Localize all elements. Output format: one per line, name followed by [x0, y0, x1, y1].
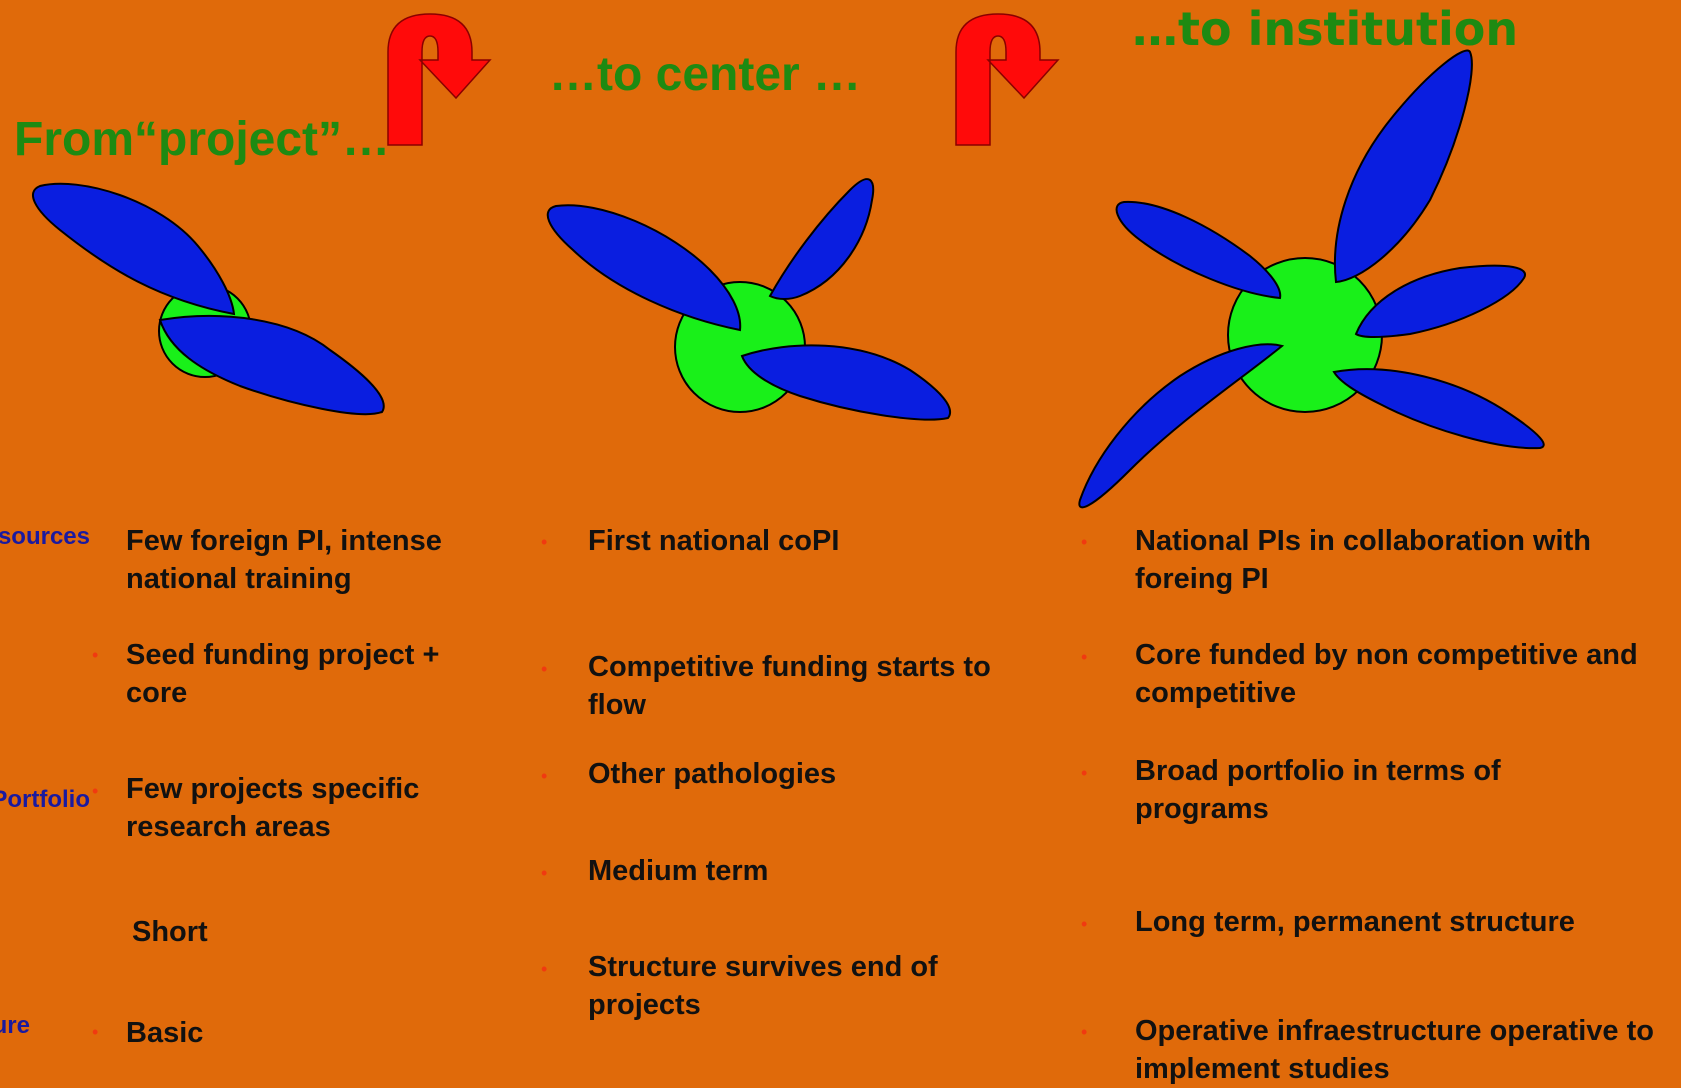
center-term-text: Medium term — [588, 855, 769, 887]
institution-resources-text: National PIs in collaboration with forei… — [1135, 525, 1591, 595]
project-portfolio-text: Few projects specific research areas — [126, 773, 420, 843]
petal — [1078, 343, 1285, 509]
institution-flower — [1078, 49, 1545, 509]
curved-arrow-icon — [387, 13, 492, 146]
center-flower — [546, 178, 951, 421]
project-funding-text: Seed funding project + core — [126, 639, 440, 709]
petal — [768, 178, 875, 300]
project-resources-text: Few foreign PI, intense national trainin… — [126, 525, 442, 595]
project-infrastructure-text: Basic — [126, 1017, 204, 1049]
petal — [740, 344, 951, 421]
petal — [158, 314, 385, 416]
institution-term-text: Long term, permanent structure — [1135, 906, 1575, 938]
petal — [1115, 200, 1282, 300]
project-term-text: Short — [132, 916, 208, 948]
petal — [546, 204, 742, 332]
petal — [1334, 49, 1473, 284]
institution-infrastructure-text: Operative infraestructure operative to i… — [1135, 1015, 1654, 1085]
petal — [1354, 264, 1526, 338]
petal — [1332, 368, 1545, 450]
row-label-portfolio: Portfolio — [0, 786, 90, 813]
row-label-resources: Resources — [0, 523, 90, 550]
petal — [31, 182, 236, 316]
center-infrastructure-text: Structure survives end of projects — [588, 951, 938, 1021]
curved-arrow-icon — [955, 13, 1060, 146]
center-portfolio-text: Other pathologies — [588, 758, 837, 790]
institution-portfolio-text: Broad portfolio in terms of programs — [1135, 755, 1501, 825]
center-funding-text: Competitive funding starts to flow — [588, 651, 991, 721]
title-to-center: …to center … — [549, 48, 862, 101]
center-resources-text: First national coPI — [588, 525, 840, 557]
institution-funding-text: Core funded by non competitive and compe… — [1135, 639, 1638, 709]
title-from-project: From“project”… — [14, 113, 391, 166]
row-label-infrastructure: Infrastructure — [0, 1012, 30, 1039]
title-to-institution: …to institution — [1132, 2, 1519, 56]
project-flower — [31, 182, 385, 416]
